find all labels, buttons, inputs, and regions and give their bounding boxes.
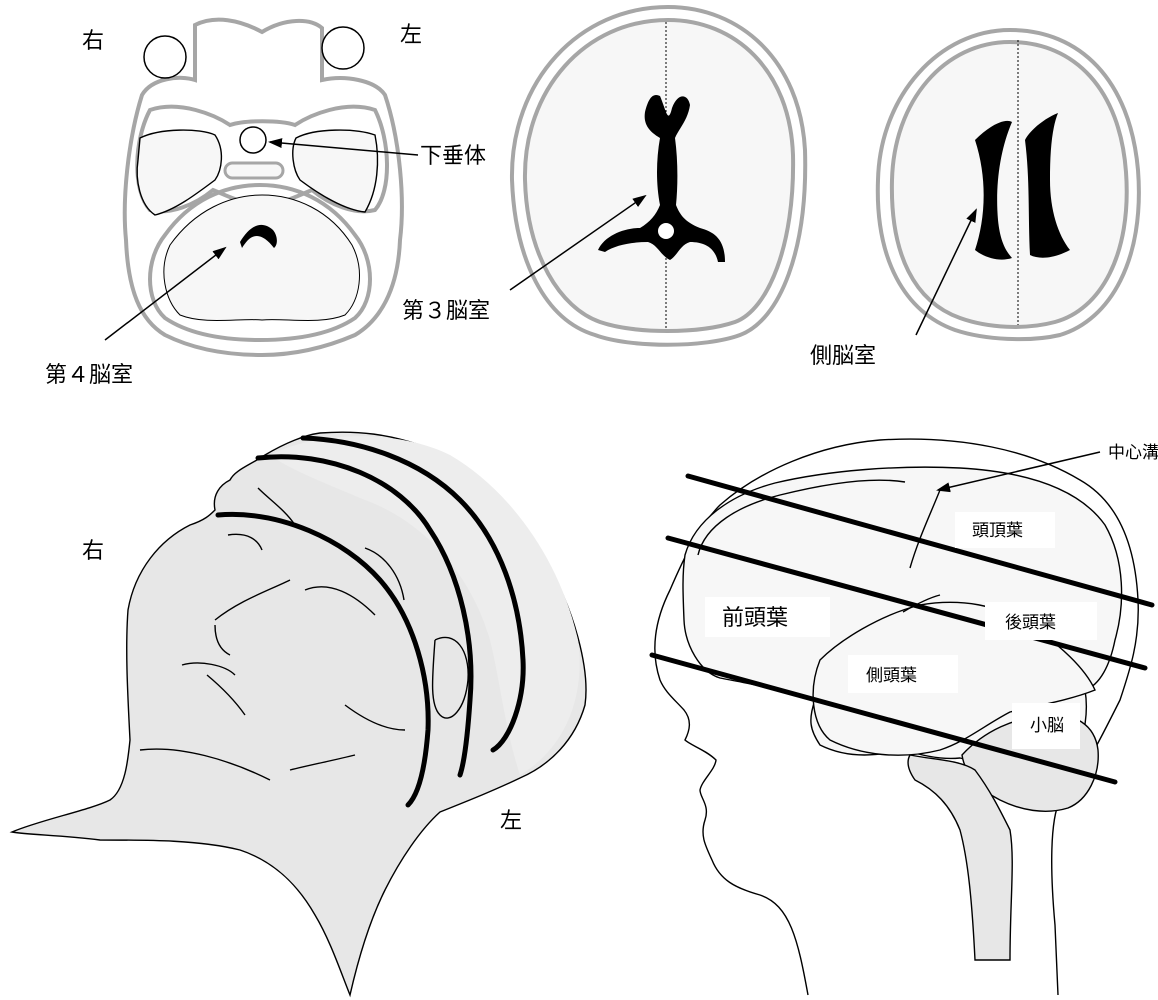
right-label: 右: [82, 29, 104, 54]
fourth-ventricle-label: 第４脳室: [45, 363, 133, 388]
right-orbit: [144, 36, 186, 78]
occipital-label: 後頭葉: [1005, 613, 1056, 633]
cerebellum-label: 小脳: [1030, 716, 1064, 736]
right-label: 右: [82, 539, 104, 564]
third-ventricle-hole: [658, 223, 674, 239]
pituitary-label: 下垂体: [420, 144, 486, 169]
brain-lateral-panel: 中心溝 頭頂葉 前頭葉 後頭葉 側頭葉 小脳: [652, 439, 1158, 995]
cerebellum-axial: [164, 195, 360, 321]
oblique-head-panel: 右 左: [12, 432, 586, 995]
third-ventricle-label: 第３脳室: [402, 299, 490, 324]
left-label: 左: [400, 23, 422, 48]
skull-inner: [892, 42, 1127, 327]
third-ventricle-axial-panel: 第３脳室: [402, 7, 805, 345]
parietal-label: 頭頂葉: [972, 521, 1023, 541]
left-temporal-fossa: [293, 130, 378, 212]
central-sulcus-label: 中心溝: [1108, 443, 1158, 463]
frontal-label: 前頭葉: [722, 606, 788, 631]
temporal-label: 側頭葉: [866, 666, 917, 686]
left-orbit: [322, 27, 364, 69]
pituitary: [240, 127, 266, 153]
right-temporal-fossa: [137, 130, 221, 215]
clivus: [225, 163, 283, 178]
left-label: 左: [500, 809, 522, 834]
skull-base-axial-panel: 右 左 下垂体 第４脳室: [45, 20, 486, 388]
lateral-ventricle-axial-panel: 側脳室: [810, 30, 1139, 369]
lateral-ventricle-label: 側脳室: [810, 344, 876, 369]
